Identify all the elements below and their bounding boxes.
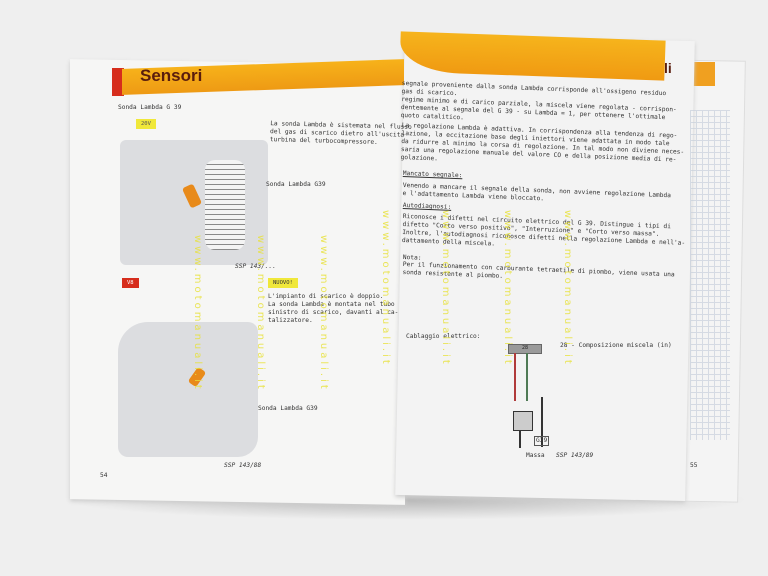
watermark: www.motomanuali.it [562,210,573,367]
label-bottom: Sonda Lambda G39 [258,405,318,412]
watermark: www.motomanuali.it [440,210,451,367]
ssp-bottom: SSP 143/88 [224,462,262,469]
shield-wire [541,397,543,447]
wiring-label: Cablaggio elettrico: [406,333,481,340]
section-title: Sonda Lambda G 39 [118,104,182,111]
text-v8: L'impianto di scarico è doppio. La sonda… [268,293,399,324]
page-title: Sensori [140,66,203,85]
lambda-sensor-symbol [513,411,533,431]
exhaust-illustration [118,322,258,457]
page-number-left: 54 [100,472,108,479]
grid-pattern [690,110,730,440]
red-tab [112,68,124,96]
turbo-bellows [205,160,245,250]
badge-v8: V8 [122,278,139,288]
component-g39: G39 [534,436,550,446]
legend-28: 28 - Composizione miscela (in) [560,342,672,349]
watermark: www.motomanuali.it [318,235,329,392]
ssp-right: SSP 143/89 [556,452,594,459]
text-20v: La sonda Lambda è sistemata nel flusso d… [269,120,412,146]
green-wire [526,353,528,401]
badge-20v: 20V [136,119,156,129]
watermark: www.motomanuali.it [380,210,391,367]
label-top: Sonda Lambda G39 [266,181,326,188]
connector-28: 28 [508,344,542,354]
ground-label: Massa [526,452,545,459]
badge-new: NUOVO! [268,278,298,288]
red-wire [514,353,516,401]
page-number-right: 55 [690,462,698,469]
watermark: www.motomanuali.it [255,235,266,392]
watermark: www.motomanuali.it [502,210,513,367]
ground-wire [519,430,521,448]
watermark: www.motomanuali.it [192,235,203,392]
ssp-top: SSP 143/... [235,263,276,270]
right-header-fragment: li [664,60,672,76]
